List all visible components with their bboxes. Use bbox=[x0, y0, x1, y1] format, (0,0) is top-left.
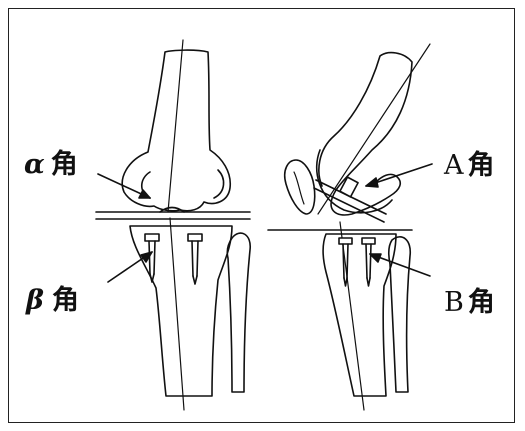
A-symbol: A bbox=[444, 150, 464, 181]
side-patella bbox=[285, 160, 315, 214]
A-arrowhead bbox=[366, 178, 378, 187]
front-tibia-axis bbox=[170, 218, 184, 410]
B-symbol: B bbox=[444, 287, 464, 318]
front-femur-axis bbox=[168, 40, 183, 212]
side-view bbox=[268, 44, 432, 410]
front-screw-right bbox=[188, 234, 202, 284]
A-kanji: 角 bbox=[468, 150, 495, 181]
side-implant-block bbox=[340, 177, 358, 197]
front-fibula bbox=[227, 233, 250, 392]
beta-kanji: 角 bbox=[52, 285, 79, 316]
front-femur bbox=[122, 50, 230, 211]
side-patella-inner bbox=[294, 172, 304, 204]
alpha-symbol: α bbox=[24, 149, 45, 180]
B-kanji: 角 bbox=[468, 287, 495, 318]
alpha-arrowhead bbox=[139, 190, 150, 198]
side-femur-axis bbox=[318, 44, 430, 214]
B-arrowhead bbox=[370, 254, 381, 262]
front-view bbox=[96, 40, 250, 410]
front-condyle-arc-right bbox=[214, 170, 224, 198]
alpha-kanji: 角 bbox=[51, 149, 78, 180]
side-screw-right bbox=[362, 238, 375, 286]
beta-symbol: β bbox=[26, 285, 44, 316]
